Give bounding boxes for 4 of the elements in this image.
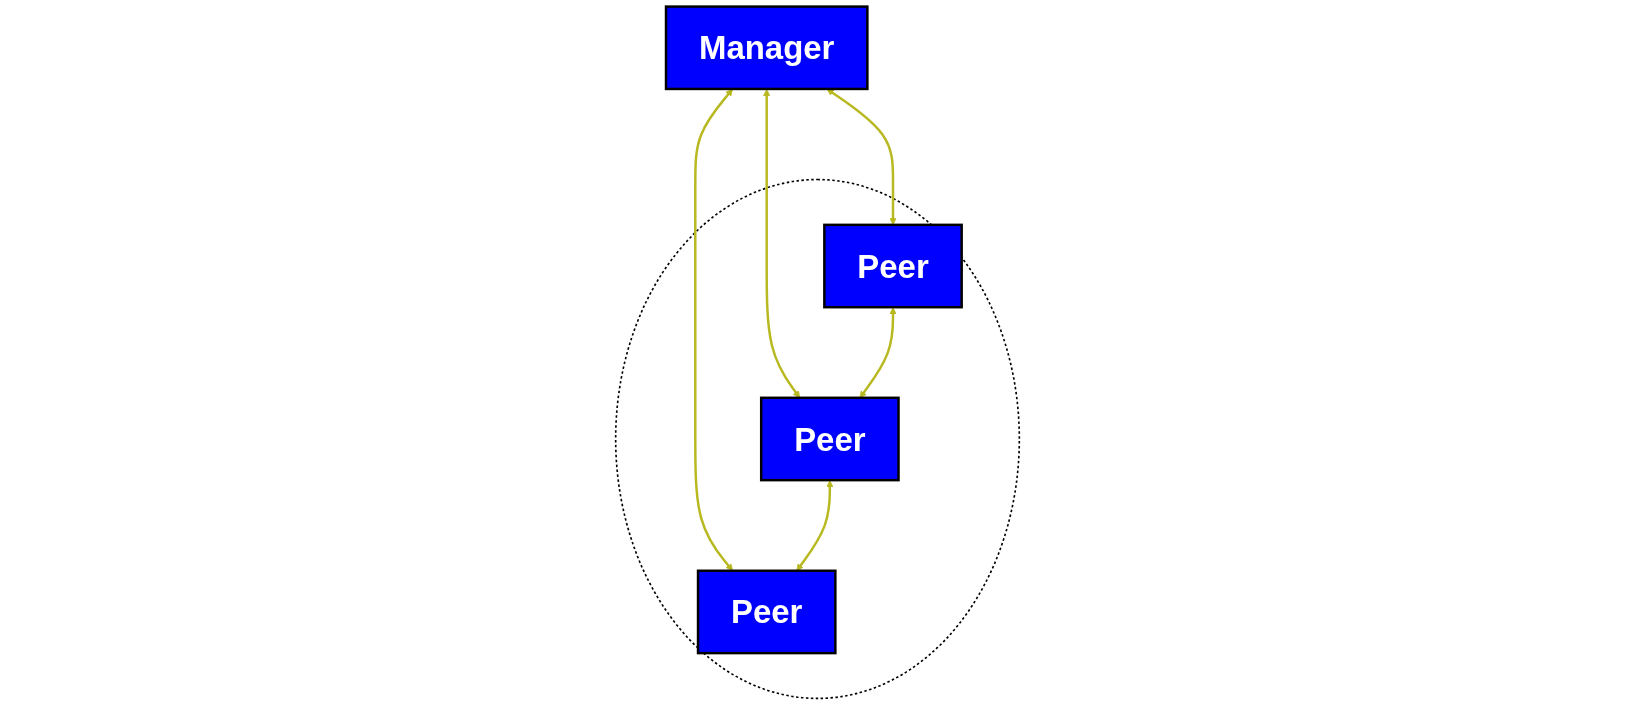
node-box: Peer <box>696 569 837 655</box>
node-box: Peer <box>759 396 900 482</box>
node-box: Peer <box>823 223 963 309</box>
node-box: Manager <box>664 5 869 91</box>
